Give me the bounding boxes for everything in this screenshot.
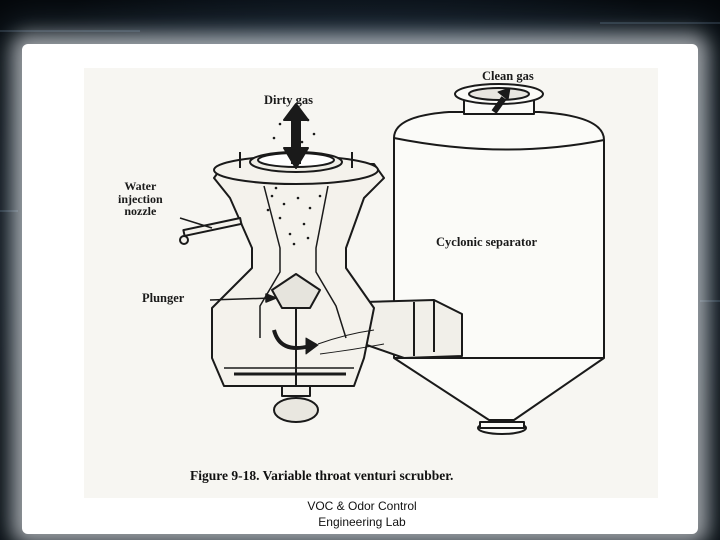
water-injection-label: Water injection nozzle — [118, 180, 163, 218]
water-injection-label-line: injection — [118, 191, 163, 206]
backdrop-streak — [0, 210, 18, 212]
plunger-label: Plunger — [142, 291, 185, 305]
slide-footer: VOC & Odor Control Engineering Lab — [262, 498, 462, 530]
dirty-gas-label: Dirty gas — [264, 93, 313, 107]
backdrop-streak — [700, 300, 720, 302]
cyclonic-separator — [393, 83, 605, 435]
clean-gas-label: Clean gas — [482, 69, 534, 83]
dirty-gas-arrow — [283, 103, 309, 169]
backdrop-streak — [0, 30, 140, 32]
water-injection-label-line: Water — [124, 179, 157, 193]
cyclonic-separator-label: Cyclonic separator — [436, 235, 538, 249]
figure-caption: Figure 9-18. Variable throat venturi scr… — [190, 468, 454, 483]
water-injection-label-line: nozzle — [124, 204, 157, 219]
connecting-duct — [363, 299, 463, 359]
backdrop-streak — [600, 22, 720, 24]
water-injection-nozzle — [179, 217, 243, 245]
scrubber-figure: Dirty gas Clean gas Water injection nozz… — [84, 68, 658, 498]
footer-line: VOC & Odor Control — [307, 499, 417, 513]
plunger-leader-line — [209, 297, 273, 301]
footer-line: Engineering Lab — [318, 515, 406, 529]
scrubber-drawing — [179, 83, 605, 435]
nozzle-leader-line — [179, 217, 213, 229]
